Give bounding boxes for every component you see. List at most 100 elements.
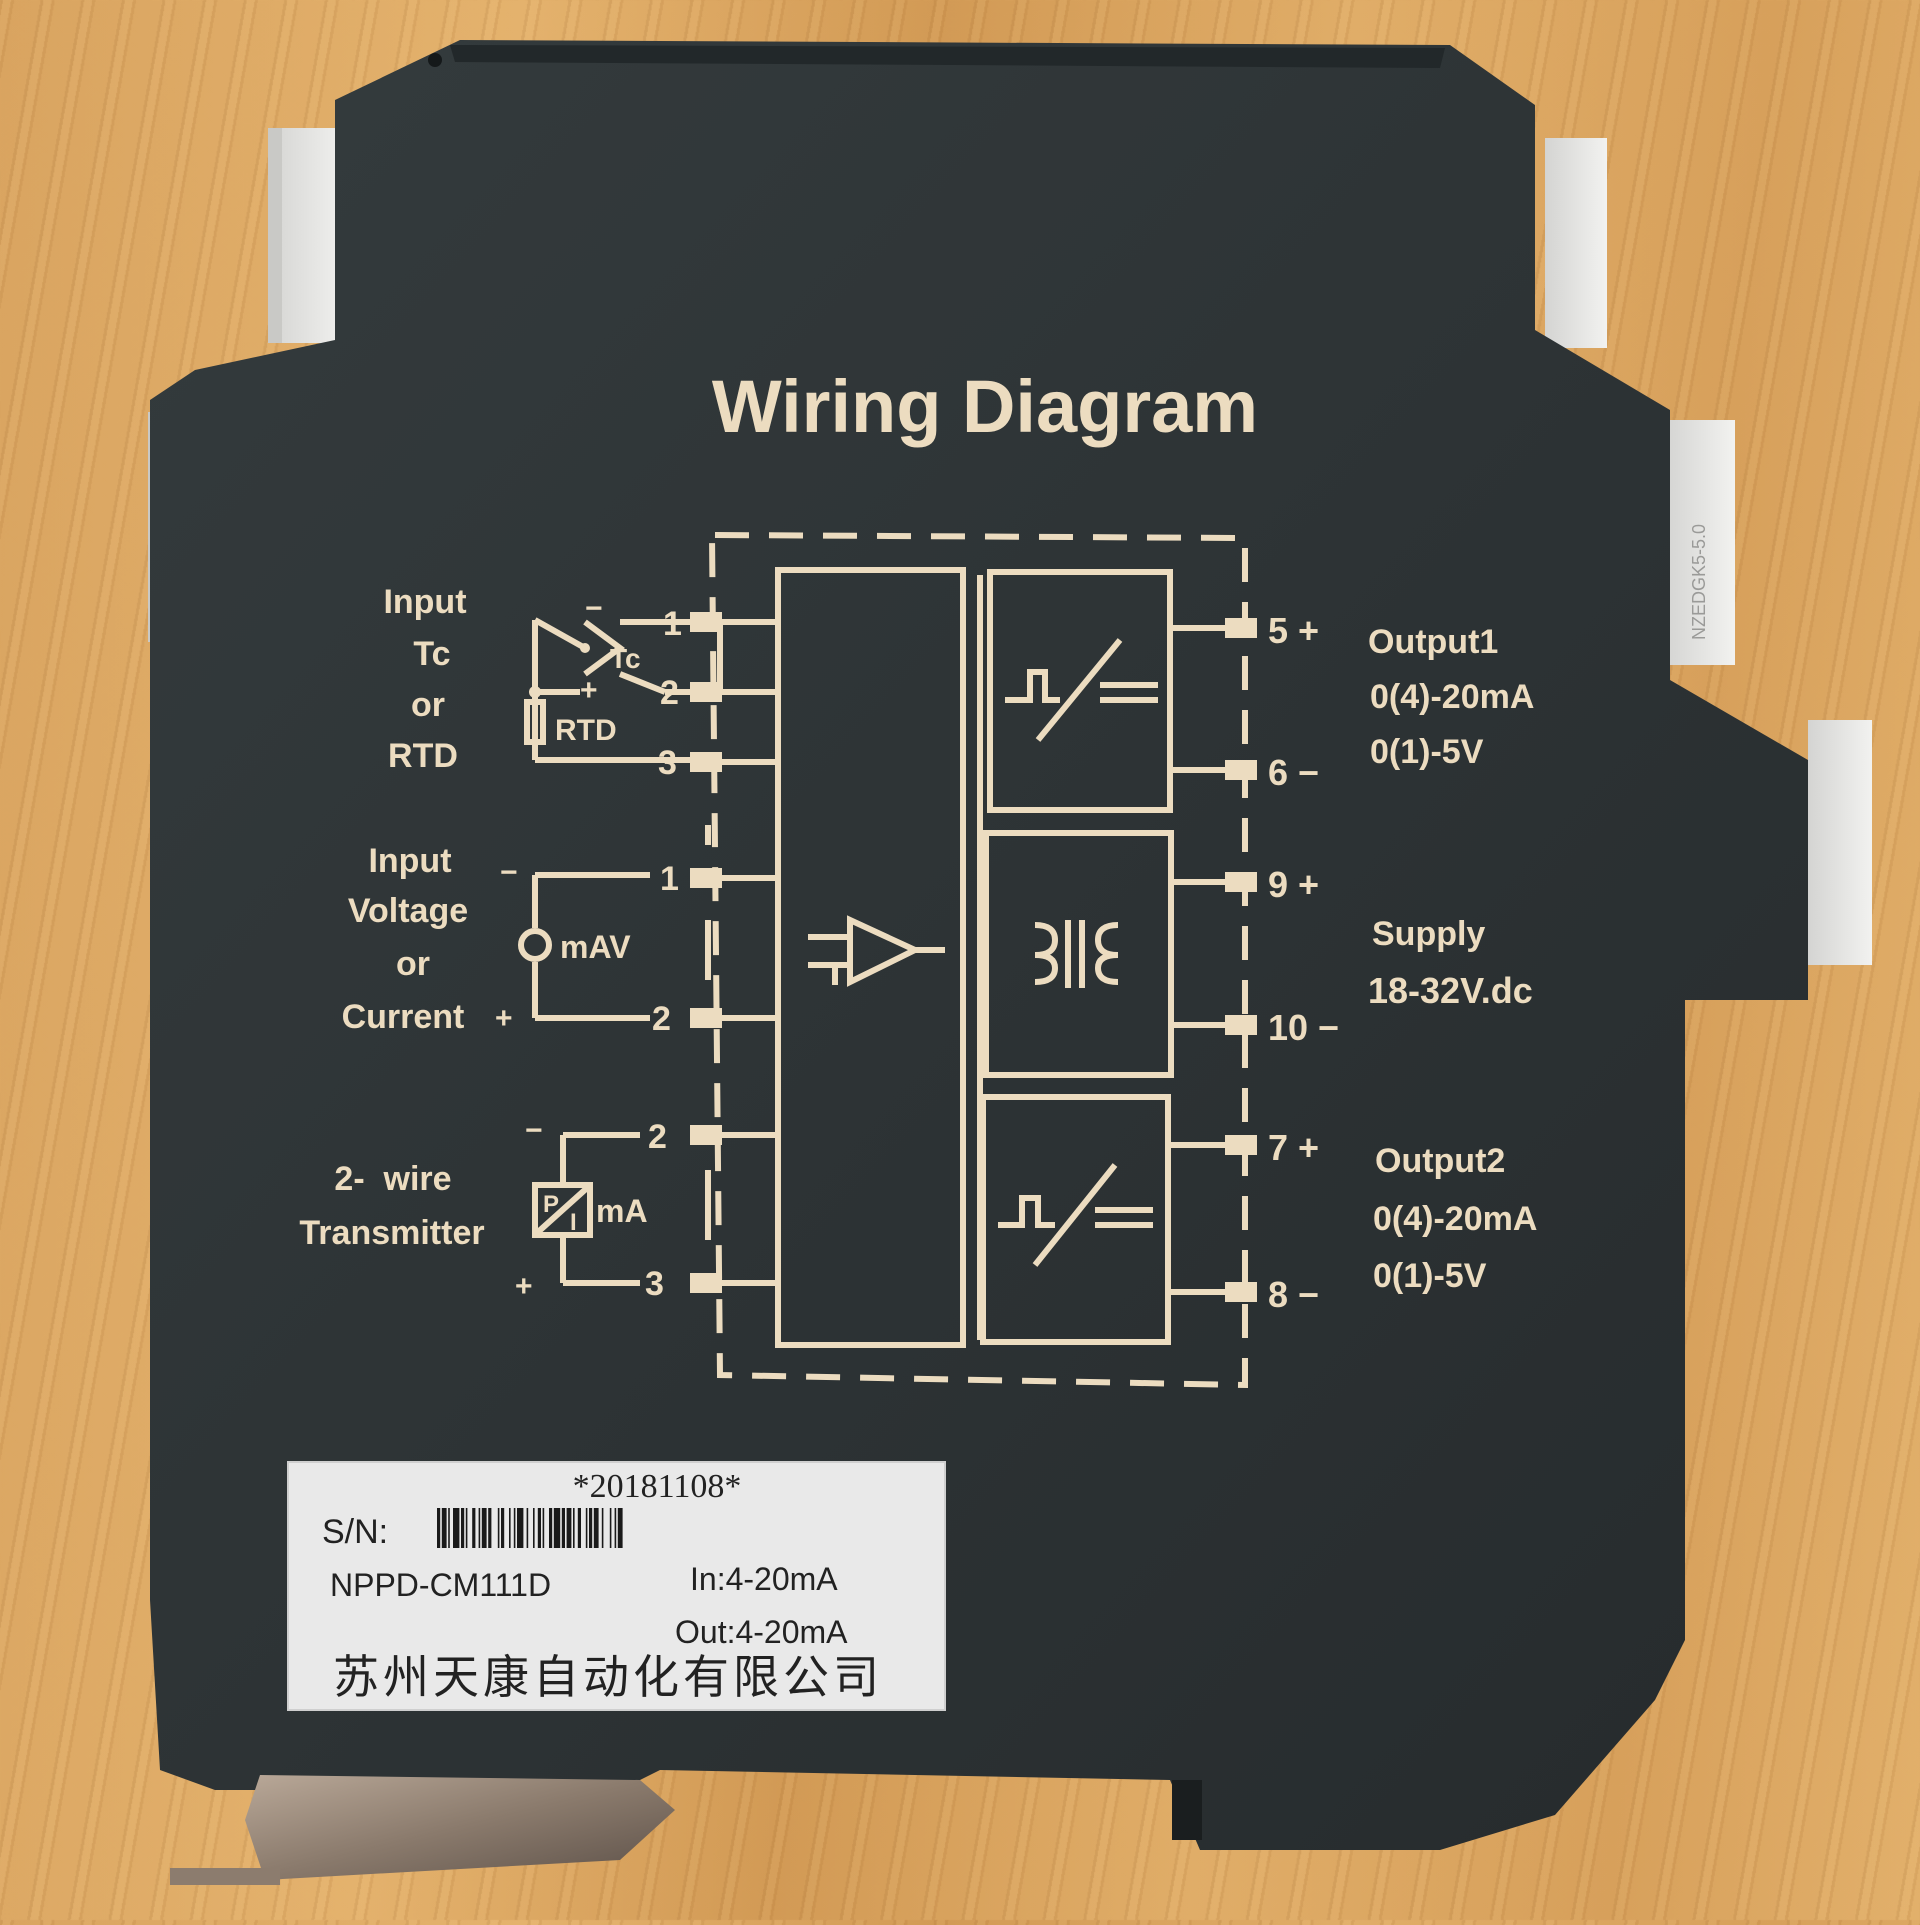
barcode-bar: [614, 1508, 617, 1548]
rtd-symbol-label: RTD: [555, 714, 617, 747]
barcode-bar: [481, 1508, 487, 1548]
vi-label-line-4: Current: [342, 998, 465, 1036]
barcode-bar: [461, 1508, 465, 1548]
terminal-number-tc-3: 3: [658, 744, 677, 782]
vi-label-line-3: or: [396, 945, 430, 983]
barcode-bar: [441, 1508, 447, 1548]
thermocouple-rtd-symbol: [524, 617, 690, 763]
voltage-current-source-symbol: [518, 872, 650, 1021]
barcode-bar: [589, 1508, 593, 1548]
isolator-icon-2: [998, 1163, 1153, 1267]
tx-label-line-2: Transmitter: [299, 1214, 484, 1252]
barcode-bar: [472, 1508, 476, 1548]
output1-line-1: Output1: [1368, 623, 1498, 661]
output2-line-2: 0(4)-20mA: [1373, 1200, 1537, 1238]
din-rail-clip: [170, 1775, 675, 1885]
company-name: 苏州天康自动化有限公司: [333, 1652, 883, 1703]
vi-polarity-plus: +: [495, 1002, 513, 1035]
barcode-bar: [561, 1508, 565, 1548]
barcode-text: *20181108*: [573, 1468, 742, 1505]
transmitter-label: 2- wire Transmitter: [299, 1160, 484, 1252]
terminal-connector-right-middle: NZEDGK5-5.0: [1665, 420, 1735, 665]
pi-symbol-p: P: [543, 1191, 559, 1218]
barcode-bar: [513, 1508, 516, 1548]
input-voltage-current-label: Input Voltage or Current: [342, 842, 469, 1036]
amplifier-icon: [808, 915, 945, 987]
terminal-number-tx-2: 2: [648, 1118, 667, 1156]
barcode-bar: [526, 1508, 529, 1548]
terminal-number-tx-3: 3: [645, 1265, 664, 1303]
module-top-ridge: [450, 45, 1445, 68]
barcode-bar: [448, 1508, 450, 1548]
side-label: NZEDGK5-5.0: [1689, 524, 1709, 640]
vi-polarity-minus: −: [500, 856, 518, 889]
barcode-bar: [577, 1508, 581, 1548]
model-number: NPPD-CM111D: [330, 1567, 551, 1603]
input-tc-rtd-label: Input Tc or RTD: [383, 583, 466, 775]
vi-label-line-2: Voltage: [348, 892, 468, 930]
tx-polarity-plus: +: [515, 1270, 533, 1303]
barcode-bar: [437, 1508, 441, 1548]
barcode-bar: [601, 1508, 604, 1548]
terminal-number-vi-1: 1: [660, 860, 679, 898]
barcode-bar: [549, 1508, 553, 1548]
output2-isolator-box: [980, 1094, 1171, 1345]
supply-label: Supply 18-32V.dc: [1368, 915, 1533, 1011]
tc-label-line-4: RTD: [388, 737, 458, 775]
terminal-number-6: 6 −: [1268, 752, 1319, 793]
serial-sticker: *20181108* S/N: NPPD-CM111D In:4-20mA Ou…: [287, 1461, 946, 1711]
barcode-bar: [609, 1508, 612, 1548]
supply-transformer-box: [983, 830, 1174, 1078]
tc-label-line-1: Input: [383, 583, 466, 621]
tx-label-line-1: 2- wire: [334, 1160, 451, 1198]
output2-label: Output2 0(4)-20mA 0(1)-5V: [1373, 1142, 1537, 1295]
output2-line-1: Output2: [1375, 1142, 1505, 1180]
terminal-connector-right-lower: [1808, 720, 1872, 965]
output-spec: Out:4-20mA: [675, 1614, 848, 1650]
barcode-bar: [542, 1508, 545, 1548]
enclosure-dashed-border: [709, 532, 1248, 1389]
barcode-bar: [537, 1508, 541, 1548]
barcode-bar: [593, 1508, 599, 1548]
supply-line-2: 18-32V.dc: [1368, 970, 1533, 1011]
terminal-number-10: 10 −: [1268, 1007, 1339, 1048]
sn-label: S/N:: [322, 1513, 388, 1551]
barcode-bar: [617, 1508, 623, 1548]
mav-symbol-label: mAV: [560, 929, 631, 965]
vi-label-line-1: Input: [368, 842, 451, 880]
terminal-connector-right-upper: [1545, 138, 1607, 348]
tx-polarity-minus: −: [525, 1114, 543, 1147]
tc-polarity-minus: −: [585, 592, 603, 625]
barcode-bar: [509, 1508, 511, 1548]
barcode-bar: [585, 1508, 588, 1548]
diagram-title: Wiring Diagram: [712, 365, 1258, 448]
terminal-number-8: 8 −: [1268, 1274, 1319, 1315]
output1-label: Output1 0(4)-20mA 0(1)-5V: [1368, 623, 1534, 771]
terminal-number-7: 7 +: [1268, 1127, 1319, 1168]
isolator-icon-1: [1005, 638, 1158, 742]
barcode-bar: [497, 1508, 500, 1548]
output1-line-3: 0(1)-5V: [1370, 733, 1484, 771]
barcode-bar: [465, 1508, 468, 1548]
ma-symbol-label: mA: [596, 1193, 648, 1229]
barcode: [437, 1508, 623, 1548]
mount-hole: [428, 53, 442, 67]
right-terminal-blocks: [1225, 618, 1257, 1302]
barcode-bar: [573, 1508, 575, 1548]
barcode-bar: [453, 1508, 460, 1548]
supply-line-1: Supply: [1372, 915, 1485, 953]
terminal-number-vi-2: 2: [652, 1000, 671, 1038]
tc-symbol-label: Tc: [610, 643, 641, 674]
terminal-number-tc-2: 2: [660, 674, 679, 712]
barcode-bar: [488, 1508, 492, 1548]
input-spec: In:4-20mA: [690, 1561, 838, 1597]
barcode-bar: [533, 1508, 535, 1548]
terminal-connector-left-upper: [268, 128, 348, 343]
terminal-number-9: 9 +: [1268, 864, 1319, 905]
barcode-bar: [517, 1508, 524, 1548]
bottom-slot: [1172, 1780, 1202, 1840]
output1-isolator-box: [987, 569, 1173, 813]
barcode-bar: [501, 1508, 505, 1548]
